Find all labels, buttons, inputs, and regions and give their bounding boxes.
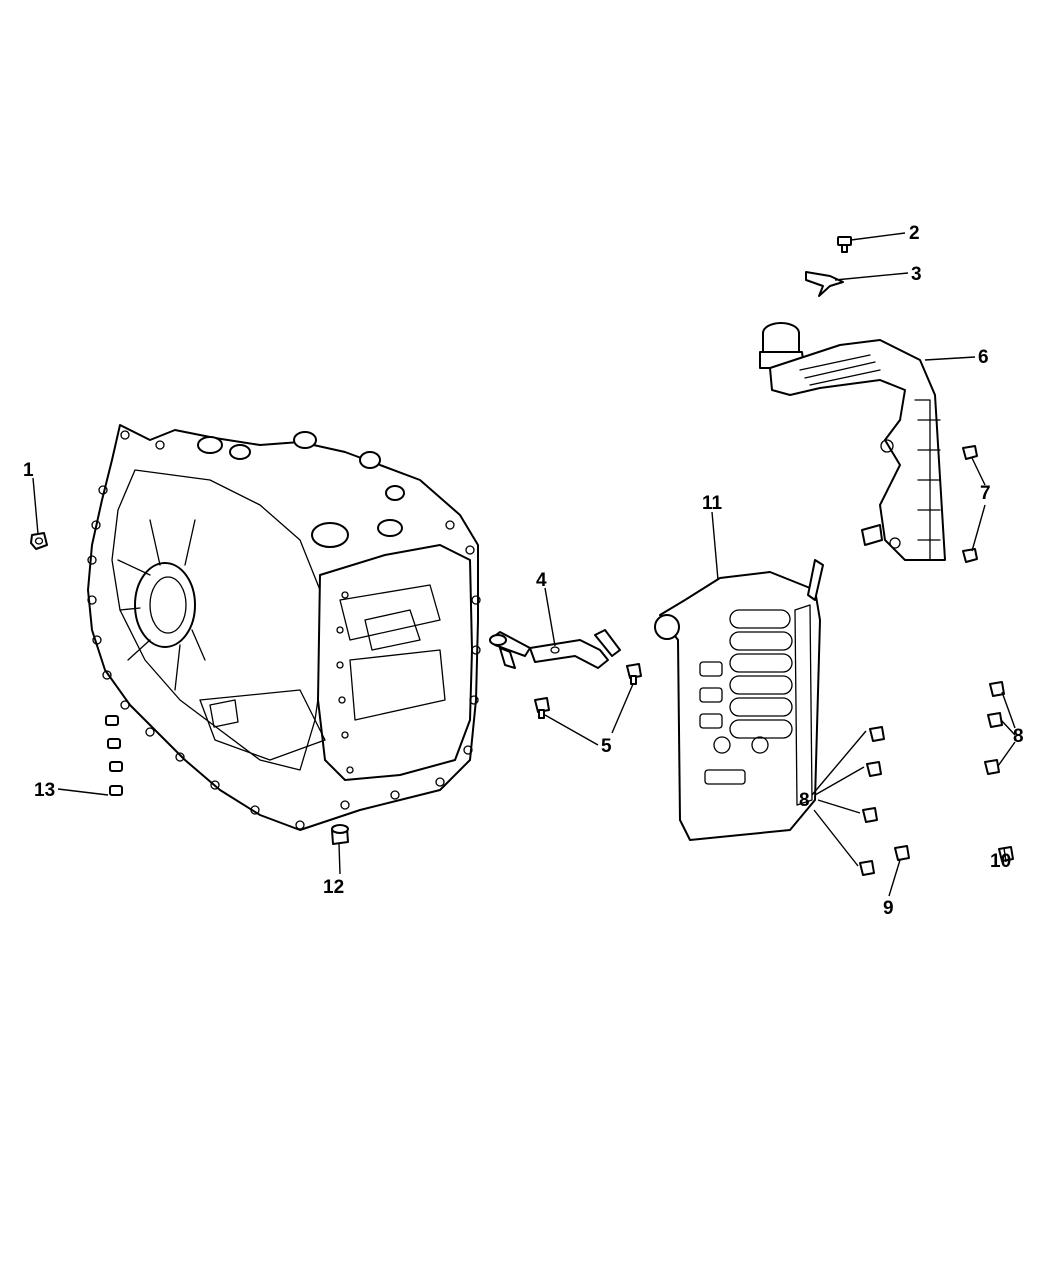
callout-8-center: 8 [799, 790, 810, 811]
part-9-bolt [894, 845, 910, 861]
part-8-bolts-center [859, 726, 885, 876]
callout-2: 2 [909, 223, 920, 244]
part-5-bolts [534, 663, 642, 719]
callout-3: 3 [911, 264, 922, 285]
part-4-detent-lever [489, 629, 621, 669]
part-1-nut [30, 532, 48, 550]
callout-10: 10 [990, 851, 1011, 872]
leader-lines [32, 232, 1016, 897]
callout-7: 7 [980, 483, 991, 504]
part-8-bolts-right [984, 681, 1005, 775]
callout-5: 5 [601, 736, 612, 757]
callout-1: 1 [23, 460, 34, 481]
callout-9: 9 [883, 898, 894, 919]
callout-4: 4 [536, 570, 547, 591]
part-6-harness-bracket [759, 322, 946, 561]
callout-11: 11 [702, 493, 723, 514]
part-7-bolts [962, 445, 978, 563]
transmission-case [87, 424, 481, 831]
part-2-bolt [837, 236, 852, 253]
callout-13: 13 [34, 780, 55, 801]
part-11-valve-body [654, 559, 824, 841]
part-12-plug [331, 824, 349, 845]
callout-12: 12 [323, 877, 344, 898]
part-13-dowels [105, 715, 123, 796]
part-3-clip [805, 271, 844, 297]
callout-8-right: 8 [1013, 726, 1024, 747]
part-10-bolt [998, 846, 1014, 862]
callout-6: 6 [978, 347, 989, 368]
